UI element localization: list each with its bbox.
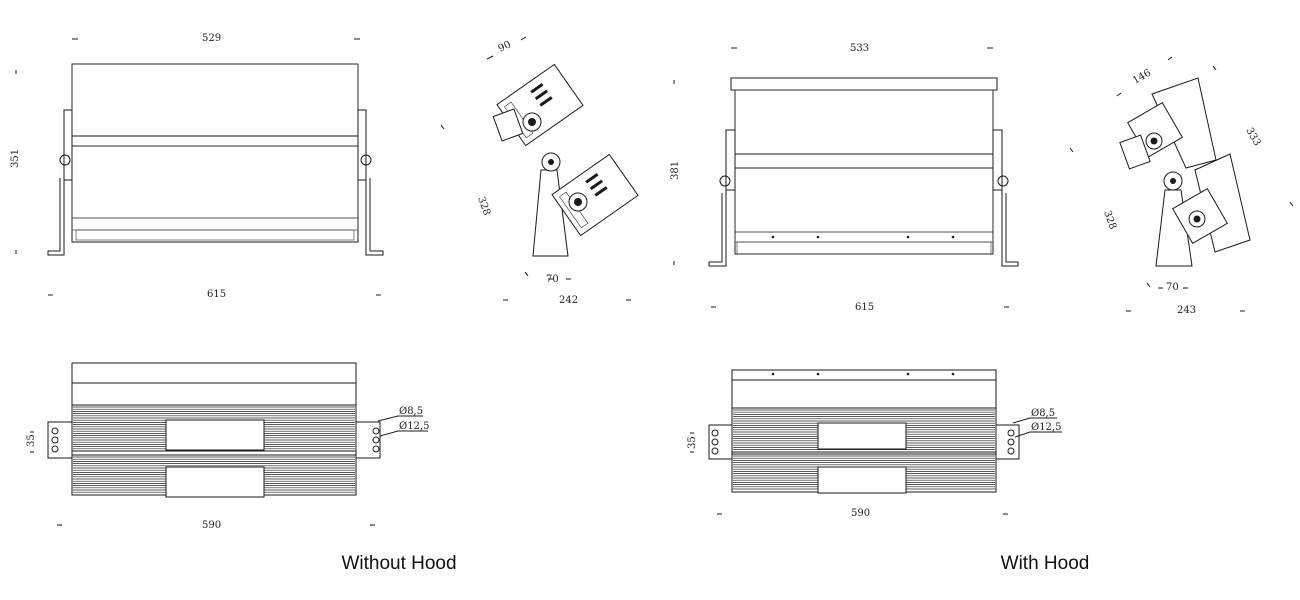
dim-side-base-outer-hood: 243 — [1177, 305, 1196, 316]
front-view-with-hood: 533 381 615 — [670, 43, 1019, 313]
hole-large-label: Ø12,5 — [399, 421, 429, 432]
side-view-without-hood: 90 328 70 242 — [440, 36, 639, 306]
dim-front-width: 529 — [202, 33, 221, 44]
dim-side-length: 328 — [475, 195, 492, 217]
dim-side-length-hood: 328 — [1101, 209, 1118, 231]
dim-bottom-height: 35 — [26, 434, 37, 447]
dim-side-base-outer: 242 — [559, 295, 578, 306]
dim-bottom-height-hood: 35 — [687, 436, 698, 449]
heat-sink-fins — [73, 406, 995, 498]
dim-bottom-width-hood: 590 — [851, 508, 870, 519]
dim-front-height-hood: 381 — [670, 161, 681, 180]
hole-small-label-hood: Ø8,5 — [1031, 408, 1055, 419]
dim-side-angle: 90 — [497, 39, 513, 54]
dim-side-base-inner-hood: 70 — [1166, 282, 1179, 293]
dim-base-width: 615 — [207, 289, 226, 300]
driver-box — [817, 422, 907, 450]
side-view-with-hood: 146 333 328 70 243 — [1069, 56, 1294, 316]
dim-front-width-hood: 533 — [850, 43, 869, 54]
front-view-without-hood: 529 351 615 — [10, 33, 384, 300]
dim-side-base-inner: 70 — [546, 274, 559, 285]
dim-hood: 146 — [1131, 68, 1153, 87]
driver-box — [165, 466, 265, 498]
dim-front-height: 351 — [10, 149, 21, 168]
dim-hood-length: 333 — [1243, 126, 1262, 148]
caption-with-hood: With Hood — [1001, 553, 1090, 574]
hole-large-label-hood: Ø12,5 — [1031, 422, 1061, 433]
dim-bottom-width: 590 — [202, 520, 221, 531]
caption-without-hood: Without Hood — [341, 553, 456, 574]
driver-box — [817, 466, 907, 494]
driver-box — [165, 419, 265, 451]
hole-small-label: Ø8,5 — [399, 406, 423, 417]
dim-base-width-hood: 615 — [855, 302, 874, 313]
